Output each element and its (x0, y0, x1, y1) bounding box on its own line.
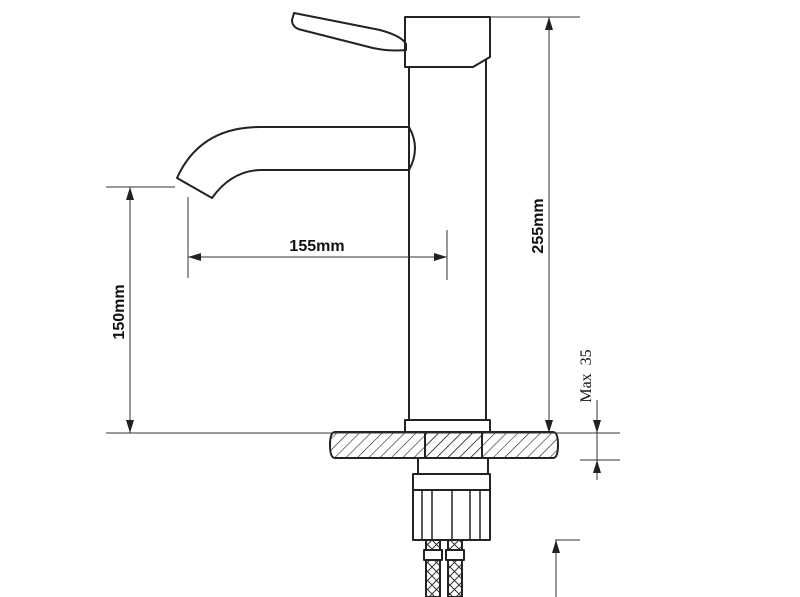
shank-collar (417, 457, 489, 475)
spout-front-curve (408, 126, 416, 171)
handle-cap (404, 16, 491, 68)
handle-lever (291, 12, 407, 52)
spout (176, 126, 410, 199)
supply-hose-right (447, 539, 463, 597)
dim-label-reach: 155mm (289, 238, 344, 255)
dim-label-spout-height: 150mm (111, 284, 128, 339)
dim-label-deck-thickness: Max 35 (578, 349, 595, 402)
mounting-nut (412, 473, 491, 541)
supply-hose-left (425, 539, 441, 597)
base-flange (404, 419, 491, 433)
dim-label-total-height: 255mm (530, 198, 547, 253)
